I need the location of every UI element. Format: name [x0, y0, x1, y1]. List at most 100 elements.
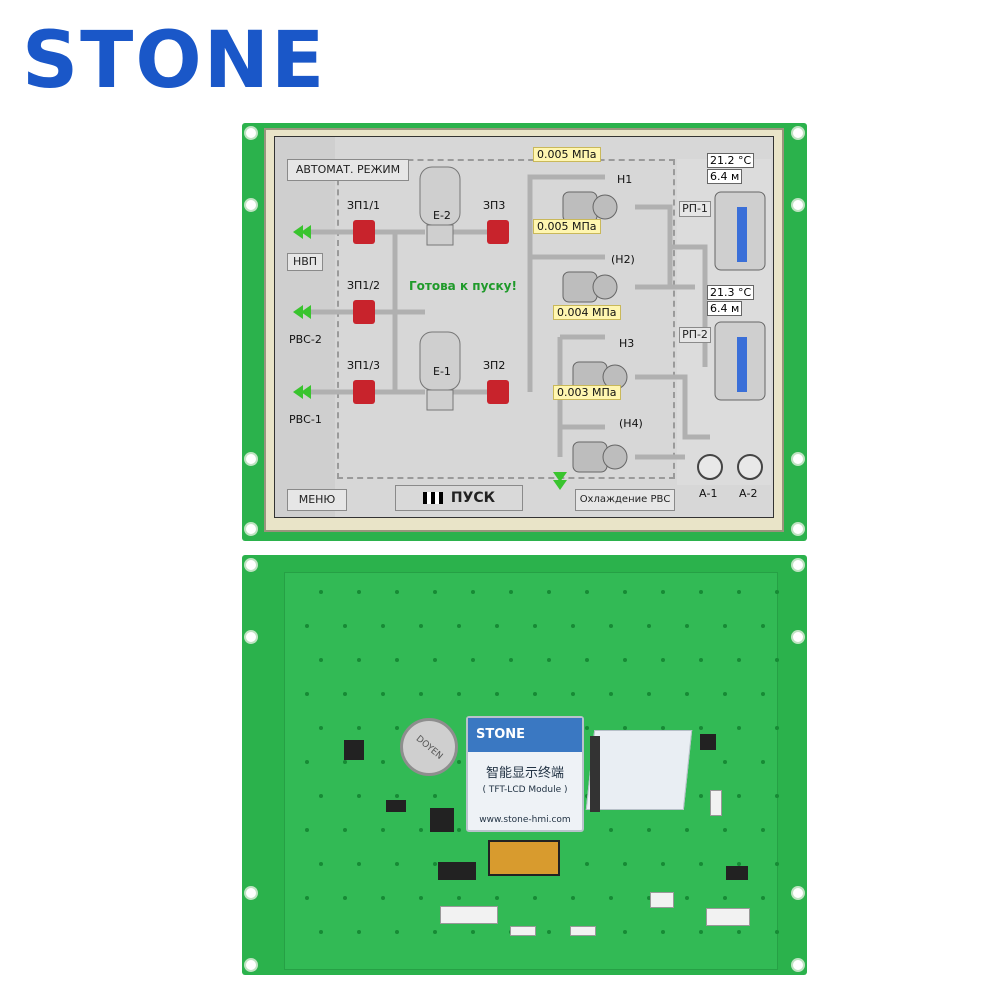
pcb-via: [760, 828, 765, 832]
pcb-via: [622, 862, 627, 866]
connector: [570, 926, 596, 936]
rvs2-label: РВС-2: [289, 333, 322, 346]
rp2-label: РП-2: [679, 327, 711, 343]
pcb-via: [698, 590, 703, 594]
pcb-via: [494, 692, 499, 696]
pcb-via: [494, 896, 499, 900]
cooling-button[interactable]: Охлаждение РВС: [575, 489, 675, 511]
pcb-via: [432, 862, 437, 866]
pcb-via: [774, 862, 779, 866]
pcb-via: [356, 590, 361, 594]
mount-hole: [244, 886, 258, 900]
mount-hole: [244, 630, 258, 644]
pcb-via: [622, 590, 627, 594]
pressure-h4: 0.003 МПа: [553, 385, 621, 400]
pcb-via: [456, 760, 461, 764]
pcb-via: [318, 590, 323, 594]
pcb-via: [698, 658, 703, 662]
pcb-via: [622, 726, 627, 730]
pcb-via: [546, 930, 551, 934]
pcb-via: [736, 794, 741, 798]
pcb-via: [660, 930, 665, 934]
pcb-via: [774, 930, 779, 934]
pump-h4-label: (Н4): [619, 417, 643, 430]
pcb-via: [470, 590, 475, 594]
pcb-via: [394, 726, 399, 730]
pcb-via: [456, 692, 461, 696]
pcb-via: [622, 930, 627, 934]
pcb-via: [418, 828, 423, 832]
start-button[interactable]: ПУСК: [395, 485, 523, 511]
pcb-via: [342, 896, 347, 900]
pcb-via: [356, 794, 361, 798]
pcb-via: [356, 862, 361, 866]
pcb-via: [394, 862, 399, 866]
pcb-via: [584, 590, 589, 594]
pcb-via: [570, 896, 575, 900]
pump-h2-label: (Н2): [611, 253, 635, 266]
pcb-via: [608, 896, 613, 900]
start-label: ПУСК: [450, 490, 496, 506]
connector: [650, 892, 674, 908]
mount-hole: [791, 198, 805, 212]
pcb-via: [532, 896, 537, 900]
pcb-via: [684, 828, 689, 832]
pcb-via: [380, 692, 385, 696]
fpc-connector: [590, 736, 600, 812]
pcb-via: [380, 828, 385, 832]
pcb-via: [584, 862, 589, 866]
pcb-via: [418, 692, 423, 696]
menu-button[interactable]: МЕНЮ: [287, 489, 347, 511]
pcb-via: [418, 896, 423, 900]
valve-zp11-label: ЗП1/1: [347, 199, 381, 212]
valve-zp3-label: ЗП3: [483, 199, 506, 212]
pcb-via: [394, 590, 399, 594]
pcb-via: [698, 726, 703, 730]
pcb-via: [304, 692, 309, 696]
pcb-via: [774, 590, 779, 594]
pcb-via: [736, 930, 741, 934]
aux-pump-a1-label: А-1: [699, 487, 718, 500]
ic-chip: [430, 808, 454, 832]
mount-hole: [791, 522, 805, 536]
mount-hole: [791, 886, 805, 900]
pcb-via: [304, 828, 309, 832]
pcb-via: [318, 930, 323, 934]
pcb-via: [646, 828, 651, 832]
pcb-via: [760, 896, 765, 900]
pcb-via: [584, 658, 589, 662]
valve-zp13-label: ЗП1/3: [347, 359, 381, 372]
module-brand: STONE: [468, 718, 582, 752]
pcb-via: [698, 930, 703, 934]
mount-hole: [244, 452, 258, 466]
module-subtitle: ( TFT-LCD Module ): [482, 785, 568, 795]
rp1-level: 6.4 м: [707, 169, 743, 184]
ic-chip: [700, 734, 716, 750]
pcb-via: [394, 658, 399, 662]
rp1-label: РП-1: [679, 201, 711, 217]
connector: [710, 790, 722, 816]
tank-e2: [419, 166, 461, 246]
pcb-via: [380, 760, 385, 764]
pcb-via: [660, 862, 665, 866]
pcb-via: [570, 624, 575, 628]
pcb-via: [608, 624, 613, 628]
pcb-via: [660, 726, 665, 730]
mount-hole: [244, 958, 258, 972]
pcb-via: [684, 624, 689, 628]
rp1-temp: 21.2 °C: [707, 153, 755, 168]
fpc-connector: [488, 840, 560, 876]
pcb-via: [418, 624, 423, 628]
pcb-via: [546, 658, 551, 662]
connector: [510, 926, 536, 936]
pcb-via: [736, 590, 741, 594]
pcb-via: [342, 624, 347, 628]
nvp-button[interactable]: НВП: [287, 253, 323, 271]
mode-button[interactable]: АВТОМАТ. РЕЖИМ: [287, 159, 409, 181]
pcb-via: [304, 760, 309, 764]
pcb-via: [456, 624, 461, 628]
process-diagram: [293, 166, 766, 490]
rp2-temp: 21.3 °C: [707, 285, 755, 300]
process-area: [337, 159, 675, 479]
pcb-via: [660, 590, 665, 594]
